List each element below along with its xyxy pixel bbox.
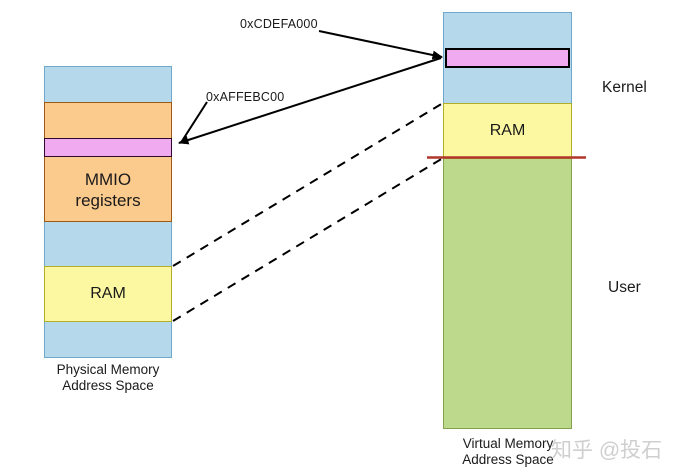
physical-address-label: 0xAFFEBC00 xyxy=(206,90,285,104)
virtual-memory-column: RAM xyxy=(443,12,572,429)
mmio-registers-block: MMIO registers xyxy=(44,102,172,222)
ram-mapping-dash-top xyxy=(172,102,444,267)
physical-mmio-mapped-band xyxy=(44,138,172,157)
physical-caption-line2: Address Space xyxy=(62,378,154,393)
watermark-text: 知乎 @投石 xyxy=(551,439,663,462)
mmio-label-line1: MMIO xyxy=(84,170,132,189)
user-space-label: User xyxy=(608,279,641,296)
virtual-caption-line1: Virtual Memory xyxy=(462,436,554,451)
virtual-address-label: 0xCDEFA000 xyxy=(240,17,318,31)
physical-addr-leader-line xyxy=(181,101,208,142)
virtual-ram-label: RAM xyxy=(489,122,526,139)
virtual-caption-line2: Address Space xyxy=(462,452,554,467)
physical-column-caption: Physical Memory Address Space xyxy=(28,362,188,394)
virtual-mmio-mapped-band xyxy=(445,48,570,68)
kernel-space-label: Kernel xyxy=(602,79,647,96)
virtual-column-caption: Virtual Memory Address Space xyxy=(428,436,588,468)
virtual-addr-arrow xyxy=(318,30,443,60)
physical-memory-column: MMIO registers RAM xyxy=(44,66,172,358)
virtual-ram-block: RAM xyxy=(443,103,572,159)
mmio-label-line2: registers xyxy=(75,191,141,210)
virtual-user-space-block xyxy=(443,158,572,429)
physical-caption-line1: Physical Memory xyxy=(56,362,160,377)
physical-ram-label: RAM xyxy=(90,285,126,302)
ram-mapping-dash-bottom xyxy=(172,157,444,322)
physical-ram-block: RAM xyxy=(44,266,172,322)
